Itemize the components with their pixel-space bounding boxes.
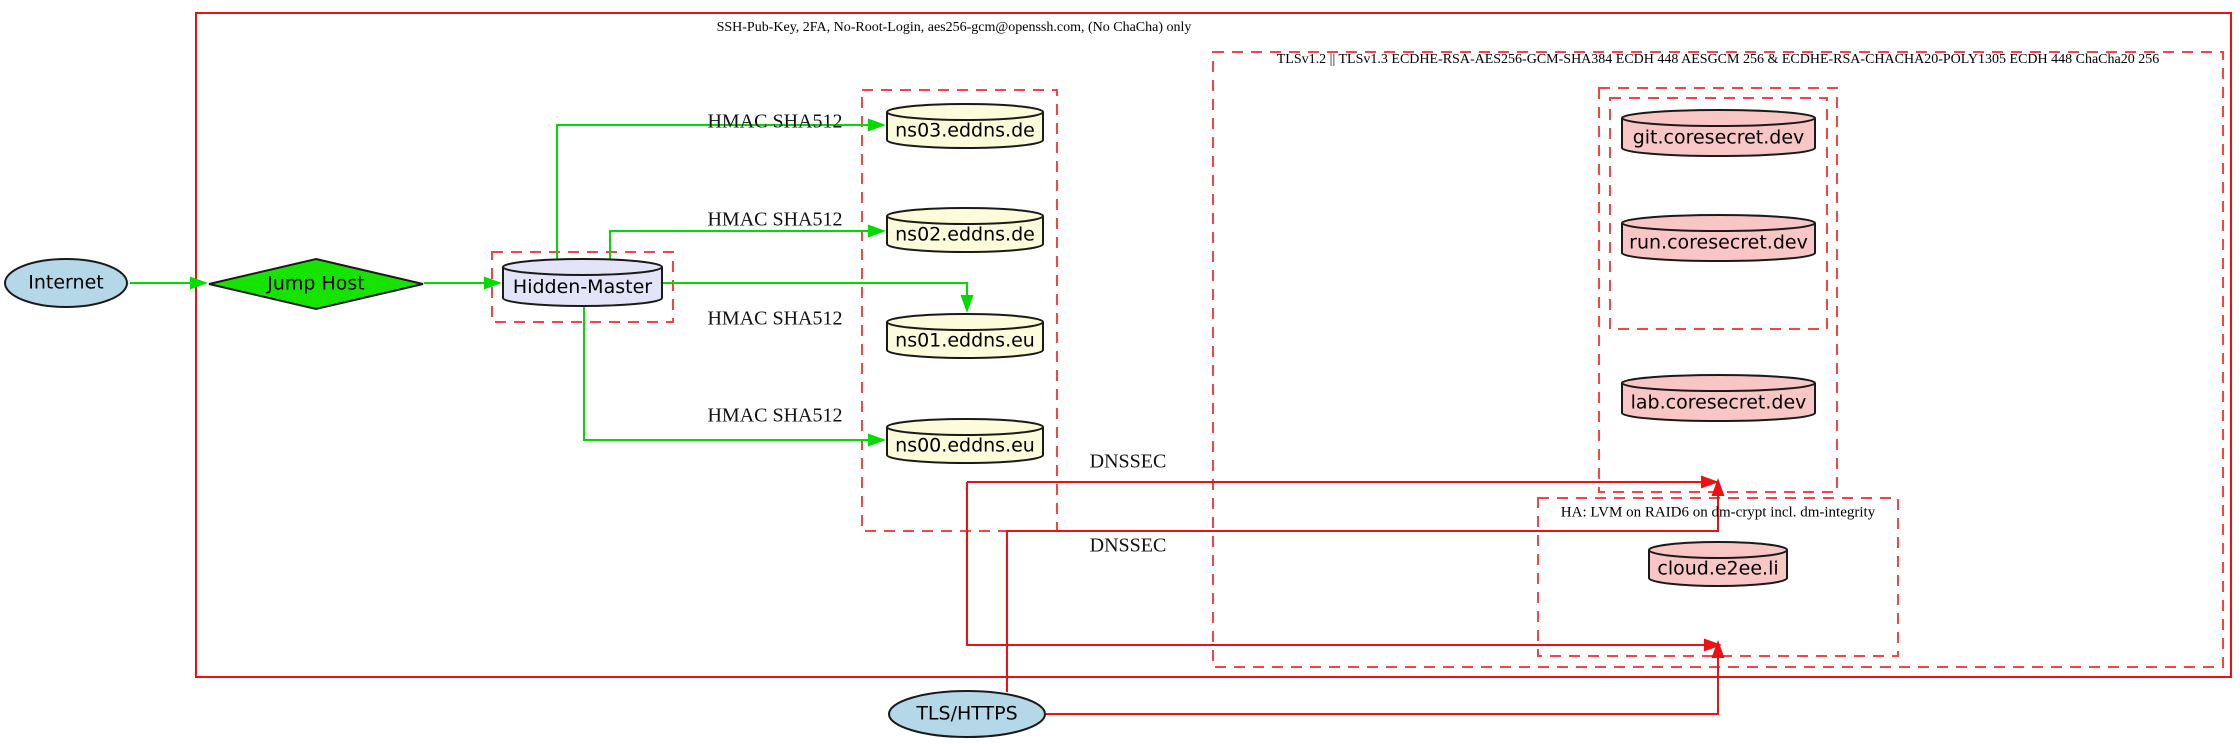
edge-label-hmac-ns00: HMAC SHA512: [707, 404, 843, 427]
node-cloud-lid: [1648, 549, 1788, 559]
node-git-label: git.coresecret.dev: [1633, 127, 1805, 149]
edge-green-3: [609, 230, 868, 261]
cluster-ssh-label: SSH-Pub-Key, 2FA, No-Root-Login, aes256-…: [716, 20, 1192, 35]
cluster-coresecret-inner-border: [1609, 97, 1828, 330]
node-run-label: run.coresecret.dev: [1629, 232, 1808, 254]
node-ns01-shape: [886, 313, 1044, 359]
edge-green-2-arrowhead: [868, 118, 886, 132]
edge-label-hmac-ns02: HMAC SHA512: [707, 208, 843, 231]
edge-green-4-arrowhead: [960, 295, 974, 313]
edge-label-hmac-ns03: HMAC SHA512: [707, 110, 843, 133]
node-lab-shape: [1621, 374, 1816, 422]
edge-green-3-arrowhead: [868, 224, 886, 238]
edge-red-7-arrowhead: [1704, 638, 1722, 652]
edge-label-hmac-ns01: HMAC SHA512: [707, 307, 843, 330]
edge-green-0-arrowhead: [190, 276, 208, 290]
cluster-hidden-master-enclosure-border: [491, 251, 674, 323]
cluster-tls-label: TLSv1.2 || TLSv1.3 ECDHE-RSA-AES256-GCM-…: [1276, 52, 2160, 67]
edge-red-9: [1046, 658, 1719, 715]
edge-green-5-arrowhead: [868, 433, 886, 447]
node-ns00-shape: [886, 418, 1044, 464]
node-ns02-shape: [886, 207, 1044, 253]
node-ns02-label: ns02.eddns.de: [895, 224, 1035, 246]
edge-label-dnssec-1: DNSSEC: [1089, 450, 1167, 473]
node-run-shape: [1621, 214, 1816, 262]
edge-red-9-arrowhead: [1711, 640, 1725, 658]
node-ns01-lid: [886, 321, 1044, 331]
node-internet-label: Internet: [28, 272, 103, 294]
node-hidden-master-lid: [502, 266, 663, 276]
node-ns03-shape: [886, 103, 1044, 149]
edge-red-8: [1006, 496, 1719, 692]
cluster-ssh-border: [195, 12, 2232, 678]
node-internet-shape: [4, 258, 128, 308]
node-ns00-lid: [886, 426, 1044, 436]
cluster-ha-label: HA: LVM on RAID6 on dm-crypt incl. dm-in…: [1560, 504, 1876, 521]
node-hidden-master-shape: [502, 258, 663, 307]
node-ns03-label: ns03.eddns.de: [895, 120, 1035, 142]
node-git-shape: [1621, 109, 1816, 157]
node-jump-host-label: Jump Host: [266, 273, 365, 295]
node-ns00-label: ns00.eddns.eu: [895, 435, 1035, 457]
node-tls-https-shape: [888, 690, 1046, 738]
node-cloud-shape: [1648, 541, 1788, 587]
node-cloud-label: cloud.e2ee.li: [1657, 558, 1778, 580]
edge-green-2: [556, 124, 868, 261]
node-ns03-lid: [886, 111, 1044, 121]
cluster-eddns-border: [861, 89, 1058, 532]
node-tls-https-label: TLS/HTTPS: [915, 703, 1017, 725]
edge-red-7: [966, 482, 1704, 646]
node-ns01-label: ns01.eddns.eu: [895, 330, 1035, 352]
edge-red-6-arrowhead: [1701, 475, 1719, 489]
edge-label-dnssec-2: DNSSEC: [1089, 534, 1167, 557]
edge-green-5: [583, 305, 868, 441]
node-git-lid: [1621, 117, 1816, 127]
edge-red-8-arrowhead: [1711, 478, 1725, 496]
edge-green-1-arrowhead: [484, 276, 502, 290]
node-lab-lid: [1621, 382, 1816, 392]
node-hidden-master-label: Hidden-Master: [513, 276, 652, 298]
edge-green-4: [663, 282, 968, 296]
node-run-lid: [1621, 222, 1816, 232]
node-lab-label: lab.coresecret.dev: [1631, 392, 1807, 414]
node-ns02-lid: [886, 215, 1044, 225]
node-jump-host-shape: [208, 257, 424, 311]
